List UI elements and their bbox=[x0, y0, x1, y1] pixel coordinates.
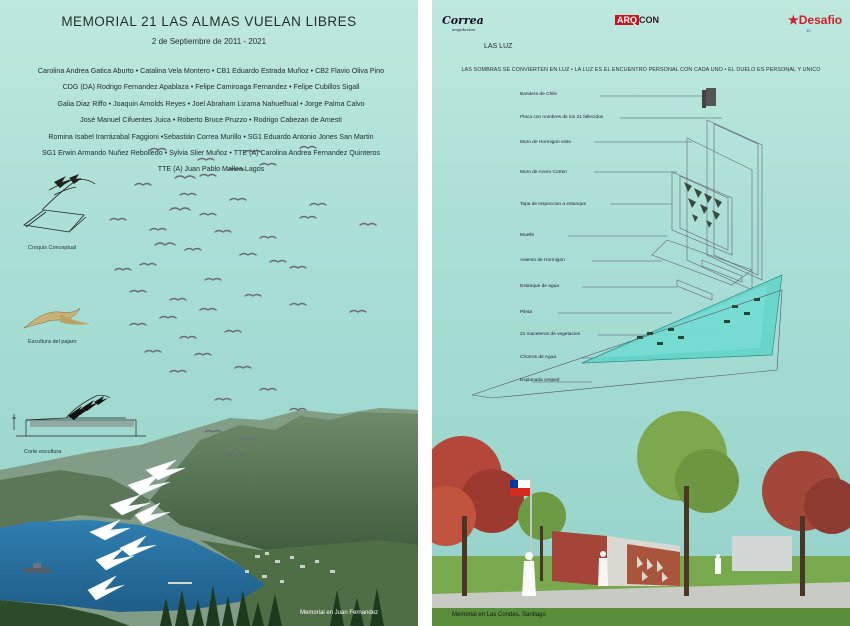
names-line: TTE (A) Juan Pablo Mallea Lagos bbox=[157, 165, 265, 174]
diagram-label: Asiento de Hormigon bbox=[520, 258, 565, 263]
section-cut-label: Corte escultura bbox=[24, 449, 62, 455]
names-line: Carolina Andrea Gatica Aburto • Catalina… bbox=[37, 67, 385, 75]
flock-of-birds-illustration bbox=[109, 145, 377, 456]
diagram-label: Placa con nombres de los 21 fallecidos bbox=[520, 115, 604, 120]
diagram-label: Muro de Acero Corten bbox=[520, 170, 567, 175]
desafio-logo-text: Desafio bbox=[798, 13, 843, 27]
desafio-logo: ★Desafio bbox=[788, 13, 842, 27]
names-line: CDG (DA) Rodrigo Fernandez Apablaza • Fe… bbox=[62, 83, 360, 92]
section-title: LAS LUZ bbox=[484, 43, 513, 50]
concept-sketch bbox=[23, 174, 96, 233]
star-icon: ★ bbox=[788, 13, 799, 27]
names-line: José Manuel Cifuentes Juica • Roberto Br… bbox=[80, 116, 342, 125]
names-line: SG1 Erwin Armando Nuñez Rebolledo • Sylv… bbox=[41, 149, 380, 158]
arqcon-logo-arq: ARQ bbox=[615, 15, 639, 25]
diagram-label: Pileta bbox=[520, 310, 532, 315]
section-cut-drawing bbox=[12, 394, 146, 437]
bird-sculpture-label: Escultura del pajaro bbox=[28, 339, 77, 345]
diagram-label: Muro de Hormigon visto bbox=[520, 140, 571, 145]
left-caption: Memorial en Juan Fernandez bbox=[300, 610, 379, 616]
diagram-label: Muelle bbox=[520, 233, 535, 238]
bird-sculpture-drawing bbox=[23, 307, 90, 329]
desafio-logo-subtitle: 10 bbox=[806, 28, 811, 33]
park-render-illustration bbox=[432, 411, 850, 626]
names-line: Romina Isabel Irarrázabal Faggioni •Seba… bbox=[48, 132, 374, 141]
page-title: MEMORIAL 21 LAS ALMAS VUELAN LIBRES bbox=[61, 14, 357, 29]
landscape-illustration bbox=[0, 408, 418, 626]
right-caption: Memorial en Las Condes, Santiago bbox=[452, 612, 546, 618]
diagram-label: Explanada cesped bbox=[520, 378, 560, 383]
diagram-label: 21 maceteros de vegetacion bbox=[520, 332, 581, 337]
diagram-label: Bandera de Chile bbox=[520, 92, 558, 97]
memorial-date: 2 de Septiembre de 2011 - 2021 bbox=[151, 37, 267, 46]
memorial-juan-fernandez-panel: MEMORIAL 21 LAS ALMAS VUELAN LIBRES 2 de… bbox=[0, 0, 418, 626]
concept-sketch-label: Croquis Conceptual bbox=[28, 245, 77, 251]
diagram-label: Chorros de Agua bbox=[520, 355, 556, 360]
diagram-label: Estanque de agua bbox=[520, 284, 559, 289]
names-line: Galia Diaz Riffo • Joaquin Arnolds Reyes… bbox=[57, 99, 365, 108]
names-list: Carolina Andrea Gatica Aburto • Catalina… bbox=[16, 63, 406, 178]
correa-logo-subtitle: arquitectos bbox=[452, 27, 475, 32]
arqcon-logo-con: CON bbox=[639, 15, 659, 25]
tagline: LAS SOMBRAS SE CONVIERTEN EN LUZ • LA LU… bbox=[461, 67, 821, 73]
diagram-label: Tapa de inspeccion a estanque bbox=[520, 202, 587, 207]
exploded-axonometric-diagram bbox=[471, 88, 783, 399]
correa-logo: Correa bbox=[442, 14, 484, 27]
